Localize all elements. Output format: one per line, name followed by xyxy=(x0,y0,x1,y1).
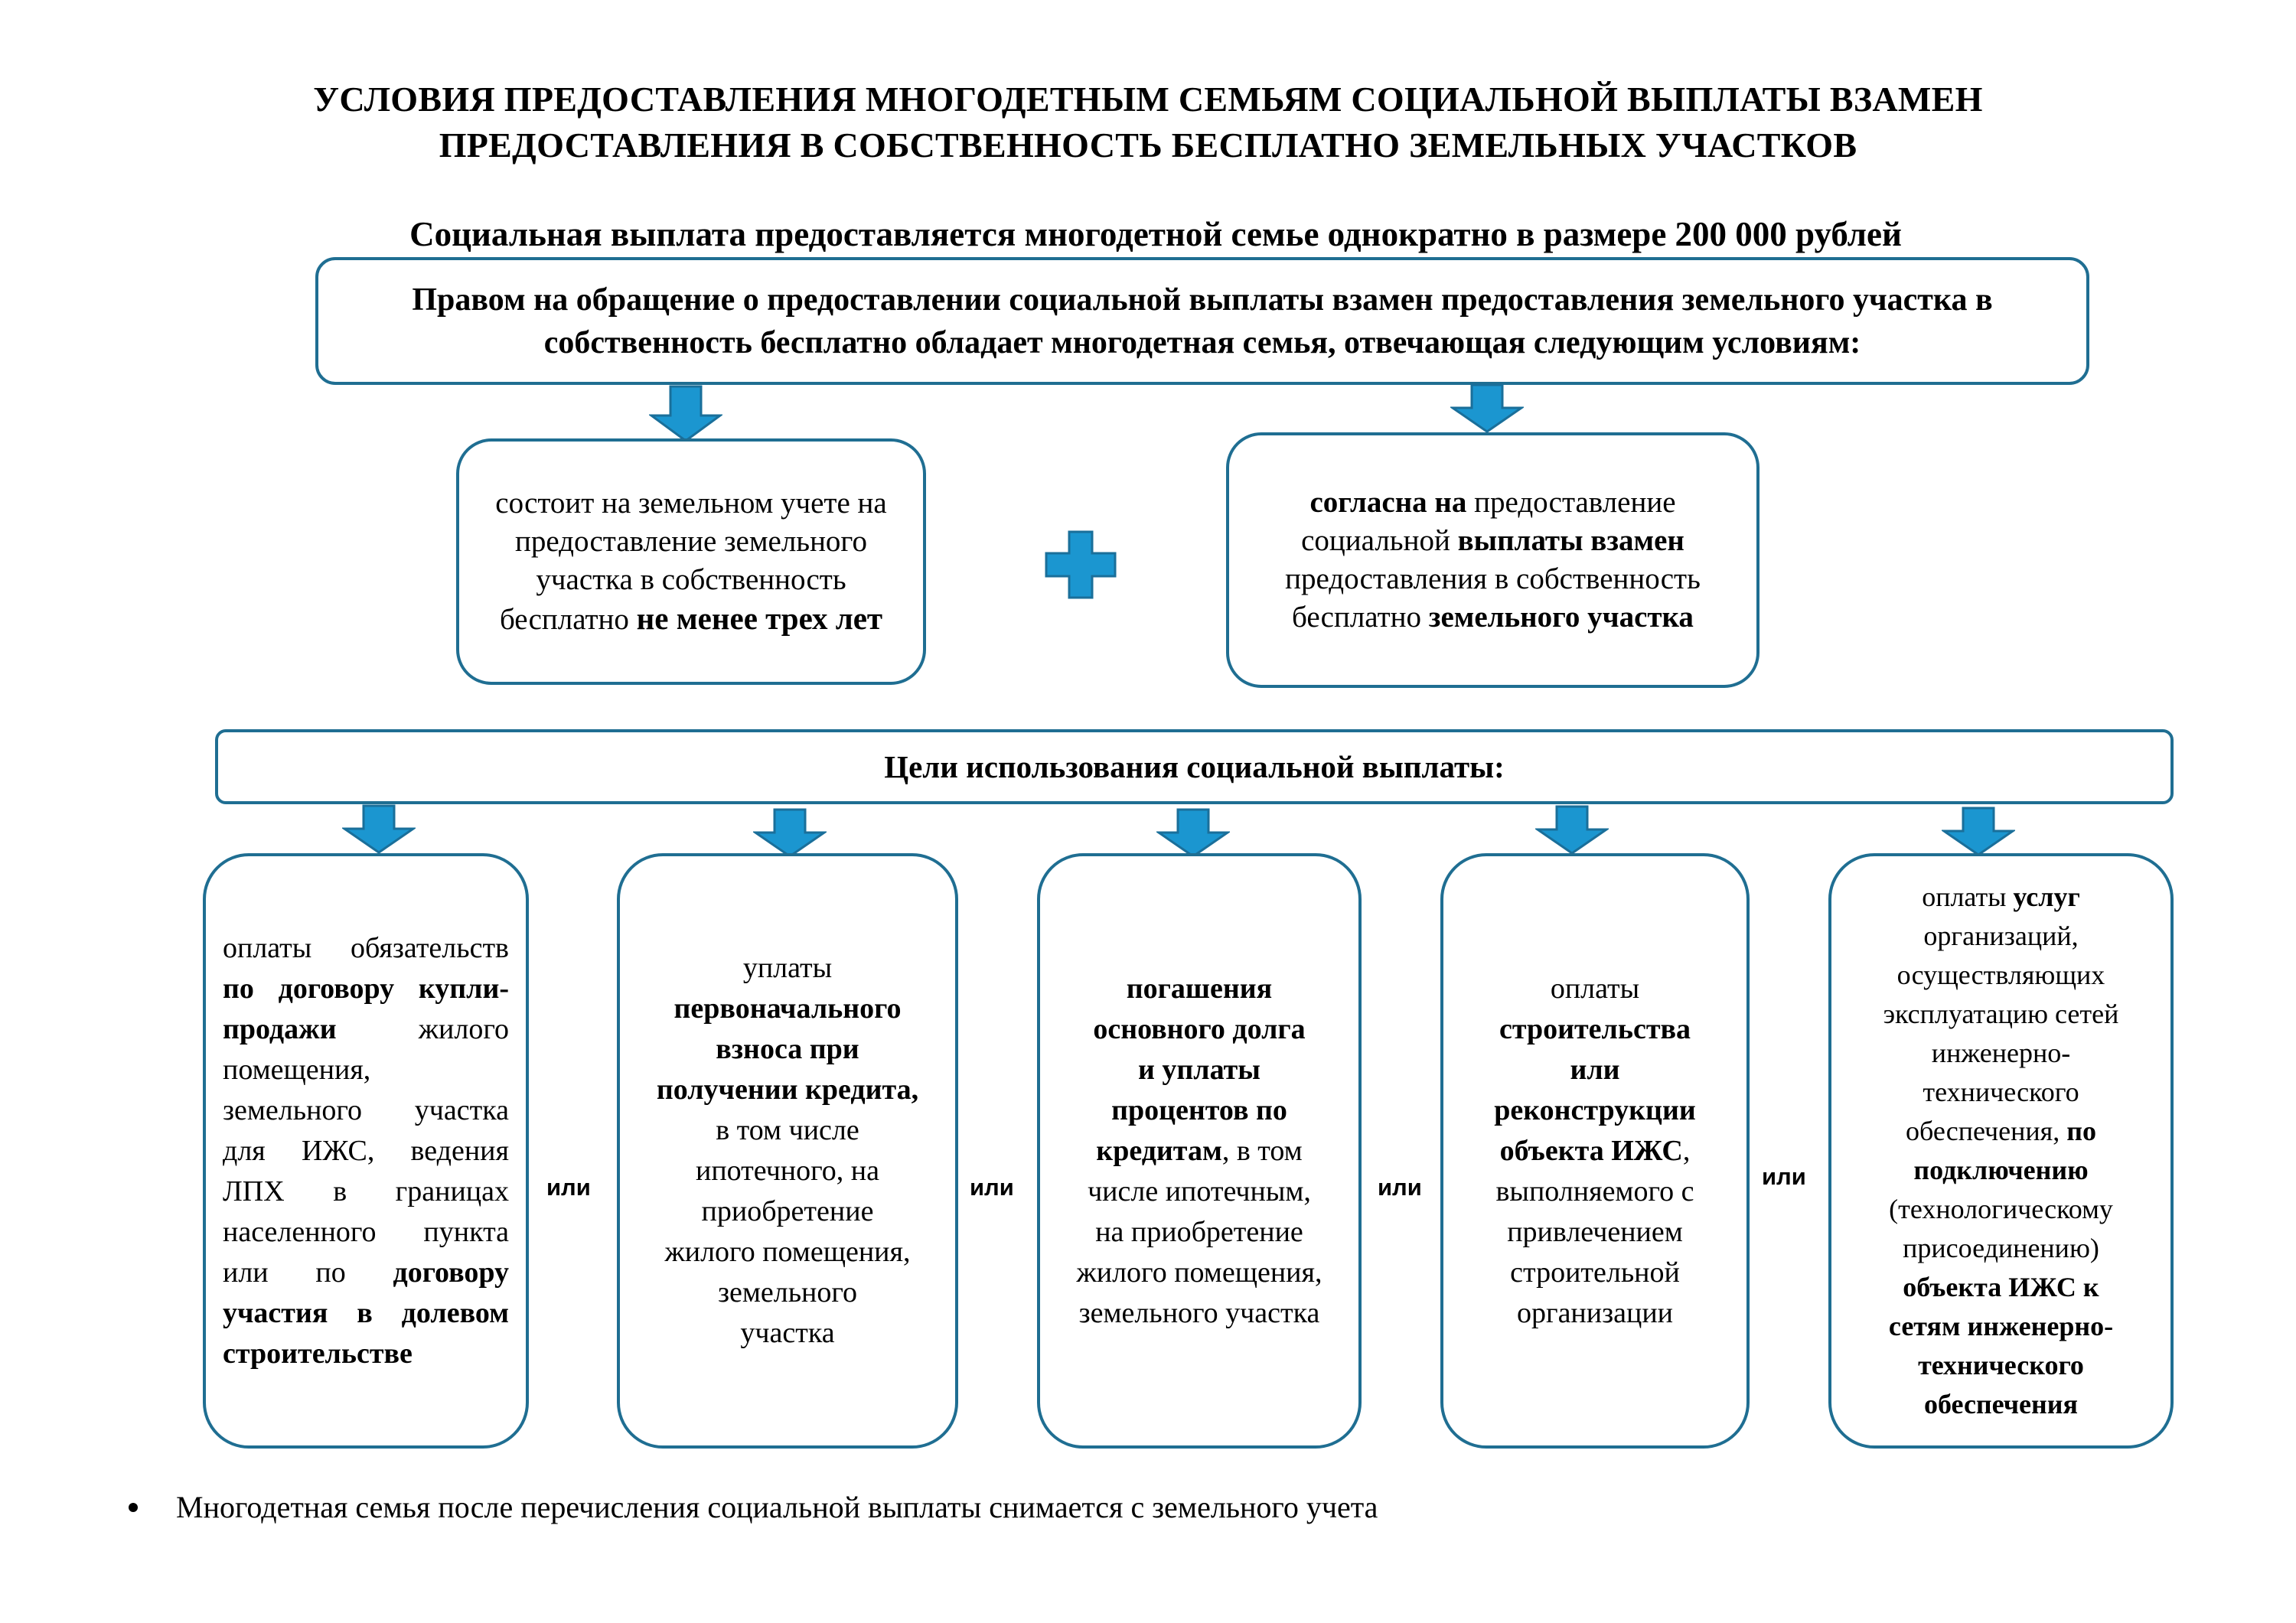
payment-amount-subtitle: Социальная выплата предоставляется много… xyxy=(409,215,1902,253)
arrow-down-icon xyxy=(649,385,722,442)
goal-box-purchase: оплаты обязательств по договору купли-пр… xyxy=(203,853,529,1449)
arrow-down-icon xyxy=(1156,808,1230,858)
goal-box-loan-repayment: погашения основного долга и уплаты проце… xyxy=(1037,853,1362,1449)
condition-box-consent: согласна на предоставление социальной вы… xyxy=(1226,432,1760,688)
or-separator: или xyxy=(1378,1174,1422,1201)
title-line-1: УСЛОВИЯ ПРЕДОСТАВЛЕНИЯ МНОГОДЕТНЫМ СЕМЬЯ… xyxy=(313,80,1983,119)
goal-box-down-payment: уплаты первоначального взноса при получе… xyxy=(617,853,958,1449)
arrow-down-icon xyxy=(1942,807,2015,856)
title-line-2: ПРЕДОСТАВЛЕНИЯ В СОБСТВЕННОСТЬ БЕСПЛАТНО… xyxy=(439,125,1857,165)
arrow-down-icon xyxy=(342,804,416,854)
plus-icon xyxy=(1045,530,1117,599)
or-separator: или xyxy=(546,1174,591,1201)
goal-box-construction: оплаты строительства или реконструкции о… xyxy=(1440,853,1750,1449)
or-separator: или xyxy=(1762,1163,1806,1190)
footnote-text: Многодетная семья после перечисления соц… xyxy=(176,1490,1378,1524)
page-title: УСЛОВИЯ ПРЕДОСТАВЛЕНИЯ МНОГОДЕТНЫМ СЕМЬЯ… xyxy=(153,77,2143,168)
eligibility-header-box: Правом на обращение о предоставлении соц… xyxy=(315,257,2089,385)
goals-header-box: Цели использования социальной выплаты: xyxy=(215,729,2174,804)
eligibility-header-line-2: собственность бесплатно обладает многоде… xyxy=(543,324,1861,360)
arrow-down-icon xyxy=(753,808,827,858)
goal-box-utility-connection: оплаты услуг организаций, осуществляющих… xyxy=(1828,853,2174,1449)
eligibility-header-line-1: Правом на обращение о предоставлении соц… xyxy=(412,282,1993,318)
arrow-down-icon xyxy=(1535,805,1609,855)
or-separator: или xyxy=(970,1174,1014,1201)
condition-box-registration: состоит на земельном учете на предоставл… xyxy=(456,438,926,685)
footnote: Многодетная семья после перечисления соц… xyxy=(129,1489,1378,1525)
goals-header-label: Цели использования социальной выплаты: xyxy=(884,749,1505,784)
arrow-down-icon xyxy=(1450,383,1524,433)
bullet-icon xyxy=(129,1502,138,1512)
